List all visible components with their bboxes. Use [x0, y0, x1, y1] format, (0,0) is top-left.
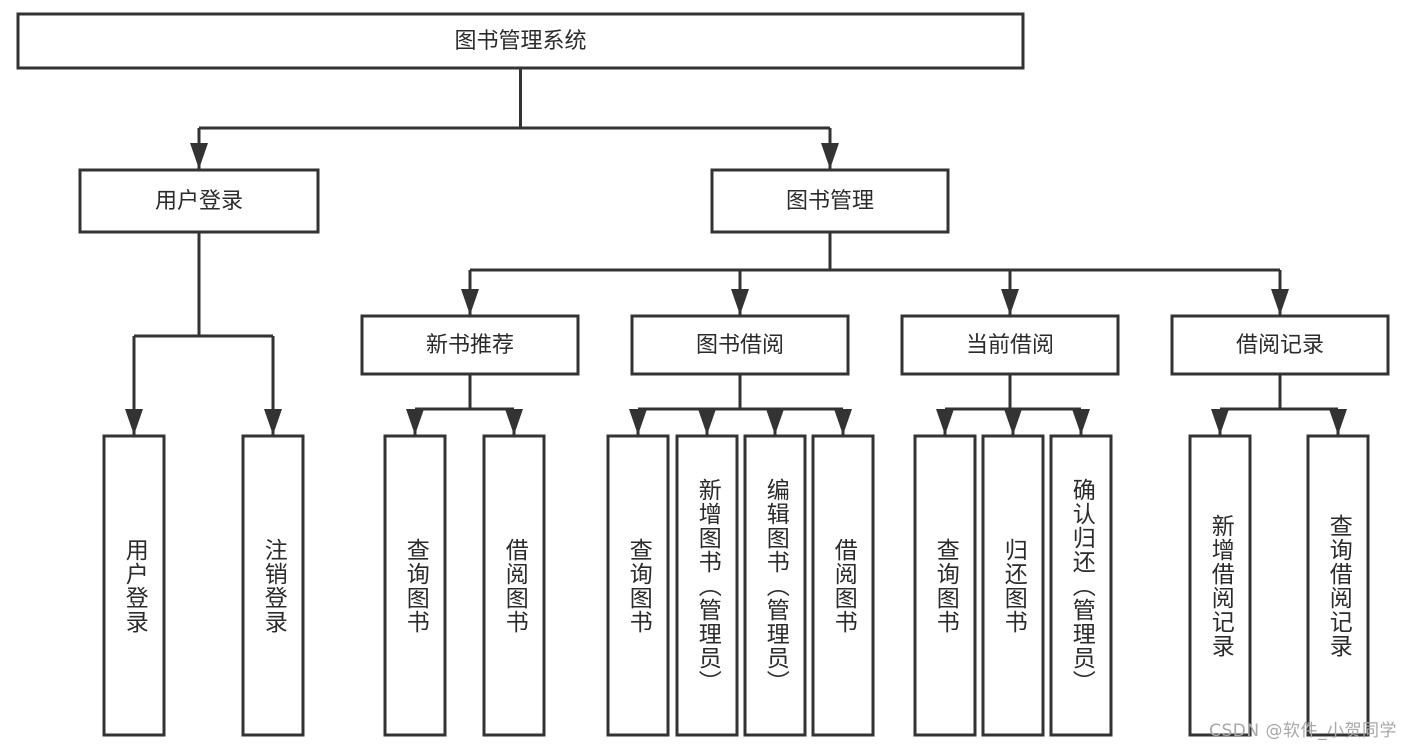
node-box-book-borrow[interactable]: [630, 314, 850, 376]
node-label-borrow-record: 借阅记录: [1236, 333, 1324, 358]
arrow-head-leaf-logout-login: [264, 409, 282, 435]
node-box-layer: [16, 12, 1390, 737]
node-box-new-book-recommend[interactable]: [360, 314, 580, 376]
node-box-leaf-logout-login[interactable]: [241, 434, 305, 737]
node-box-root[interactable]: [16, 12, 1025, 70]
arrow-head-leaf-add-borrow-record: [1211, 409, 1229, 435]
arrow-head-leaf-borrow-book: [834, 409, 852, 435]
node-box-leaf-borrow-book[interactable]: [811, 434, 875, 737]
node-box-leaf-borrow-book-recommend[interactable]: [482, 434, 546, 737]
arrow-head-leaf-query-book-recommend: [406, 409, 424, 435]
arrow-head-leaf-edit-book-admin: [766, 409, 784, 435]
node-label-root: 图书管理系统: [454, 29, 586, 54]
node-box-leaf-add-book-admin[interactable]: [675, 434, 739, 737]
arrow-head-leaf-return-book: [1004, 409, 1022, 435]
arrow-head-leaf-query-borrow-record: [1329, 409, 1347, 435]
node-box-current-borrow[interactable]: [900, 314, 1120, 376]
node-box-leaf-query-book-recommend[interactable]: [383, 434, 447, 737]
arrow-head-leaf-user-login: [125, 409, 143, 435]
node-label-new-book-recommend: 新书推荐: [426, 333, 514, 358]
arrow-head-leaf-confirm-return-admin: [1072, 409, 1090, 435]
node-box-leaf-add-borrow-record[interactable]: [1188, 434, 1252, 737]
node-box-borrow-record[interactable]: [1170, 314, 1390, 376]
arrow-head-leaf-add-book-admin: [698, 409, 716, 435]
arrow-head-current-borrow: [1001, 289, 1019, 315]
node-label-book-manage: 图书管理: [786, 189, 874, 214]
node-box-leaf-query-book-borrow[interactable]: [606, 434, 670, 737]
node-label-current-borrow: 当前借阅: [966, 333, 1054, 358]
csdn-watermark: CSDN @软件_小贺同学: [1209, 721, 1397, 741]
arrow-head-book-borrow: [731, 289, 749, 315]
node-box-leaf-user-login[interactable]: [102, 434, 166, 737]
node-label-book-borrow: 图书借阅: [696, 333, 784, 358]
arrow-head-book-manage: [821, 143, 839, 169]
node-box-leaf-query-borrow-record[interactable]: [1306, 434, 1370, 737]
connector-layer: [125, 68, 1347, 435]
arrow-head-leaf-borrow-book-recommend: [505, 409, 523, 435]
node-box-user-login[interactable]: [78, 168, 320, 234]
node-box-leaf-edit-book-admin[interactable]: [743, 434, 807, 737]
arrow-head-new-book-recommend: [461, 289, 479, 315]
arrow-head-leaf-query-book-borrow: [629, 409, 647, 435]
node-box-leaf-query-book-current[interactable]: [913, 434, 977, 737]
arrow-head-user-login: [190, 143, 208, 169]
arrow-head-leaf-query-book-current: [936, 409, 954, 435]
node-box-leaf-return-book[interactable]: [981, 434, 1045, 737]
node-box-book-manage[interactable]: [710, 168, 950, 234]
node-label-user-login: 用户登录: [155, 189, 243, 214]
node-box-leaf-confirm-return-admin[interactable]: [1049, 434, 1113, 737]
arrow-head-borrow-record: [1271, 289, 1289, 315]
